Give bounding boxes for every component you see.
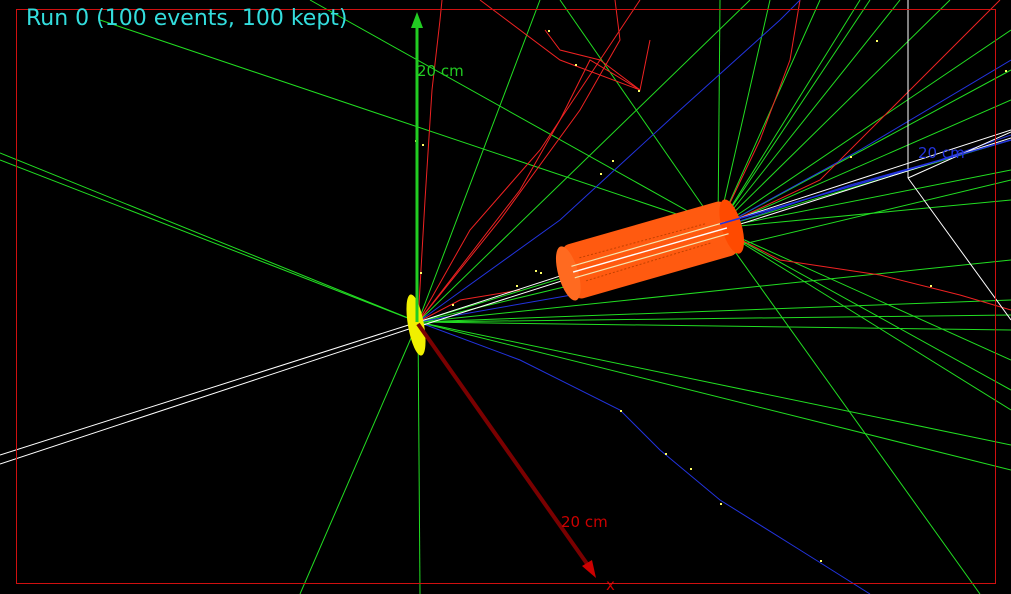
x-axis-line [416,322,592,570]
negative-tracks [417,0,1011,323]
gamma-track [717,0,901,229]
neutral-tracks [0,0,1011,465]
gamma-track [717,169,1011,229]
gamma-track [717,227,1011,411]
x-axis: 20 cm x [416,322,615,594]
electron-track [417,0,621,323]
gamma-track [417,314,1011,323]
gamma-track [417,0,751,323]
z-axis-label: 20 cm [918,144,965,162]
gamma-track [717,0,721,229]
gamma-track [717,0,821,229]
gamma-track [717,0,951,229]
electron-track [544,29,641,91]
neutral-track [907,177,1011,321]
detector-hits [585,242,711,282]
detector-beam-line [571,221,726,267]
detector-cylinder[interactable] [551,197,749,303]
positive-tracks [417,0,1011,594]
x-axis-letter: x [606,576,615,594]
y-axis-label: 20 cm [417,62,464,80]
neutral-track [0,321,419,456]
gamma-track [299,321,419,594]
run-title: Run 0 (100 events, 100 kept) [26,6,348,31]
electron-track [717,0,801,229]
source-disc[interactable] [403,293,430,357]
gamma-track [0,152,419,323]
arrow-up-icon [411,12,423,28]
gamma-track [0,159,419,323]
electron-track [417,39,651,323]
z-axis: 20 cm [719,139,1011,225]
gamma-track [717,99,1011,229]
gamma-track [417,0,541,323]
electron-track [417,289,521,323]
electron-track [479,0,641,91]
gamma-track [309,0,719,229]
detector-hits [579,223,706,259]
gamma-track [99,19,719,229]
gamma-track [417,321,421,594]
electron-track [417,0,641,323]
positron-track [417,321,871,594]
z-axis-line [719,139,1011,225]
gamma-track [417,259,1011,323]
detector-endcap [555,246,581,301]
gamma-track [559,0,719,229]
detector-beam-line [572,227,728,273]
arrow-down-right-icon [582,560,596,578]
electron-track [717,227,1011,311]
neutral-track [0,325,419,465]
gamma-track [717,0,771,229]
gamma-track [717,227,1011,361]
positron-track [417,0,801,323]
gamma-track [717,0,861,229]
gamma-track [717,227,981,594]
x-axis-label: 20 cm [561,513,608,531]
gamma-track [417,321,1011,331]
detector-beam-line [574,233,729,279]
gamma-track [417,321,1011,471]
gamma-track [717,29,1011,229]
gamma-track [417,321,1011,446]
gamma-track [717,199,1011,229]
positron-track [717,59,1011,229]
electron-track [417,0,443,323]
gamma-track [717,227,1011,391]
gamma-track [717,0,871,229]
y-axis: 20 cm [411,12,464,322]
gamma-track [417,299,1011,323]
detector-endcap [719,199,745,254]
electron-track [717,0,1001,229]
